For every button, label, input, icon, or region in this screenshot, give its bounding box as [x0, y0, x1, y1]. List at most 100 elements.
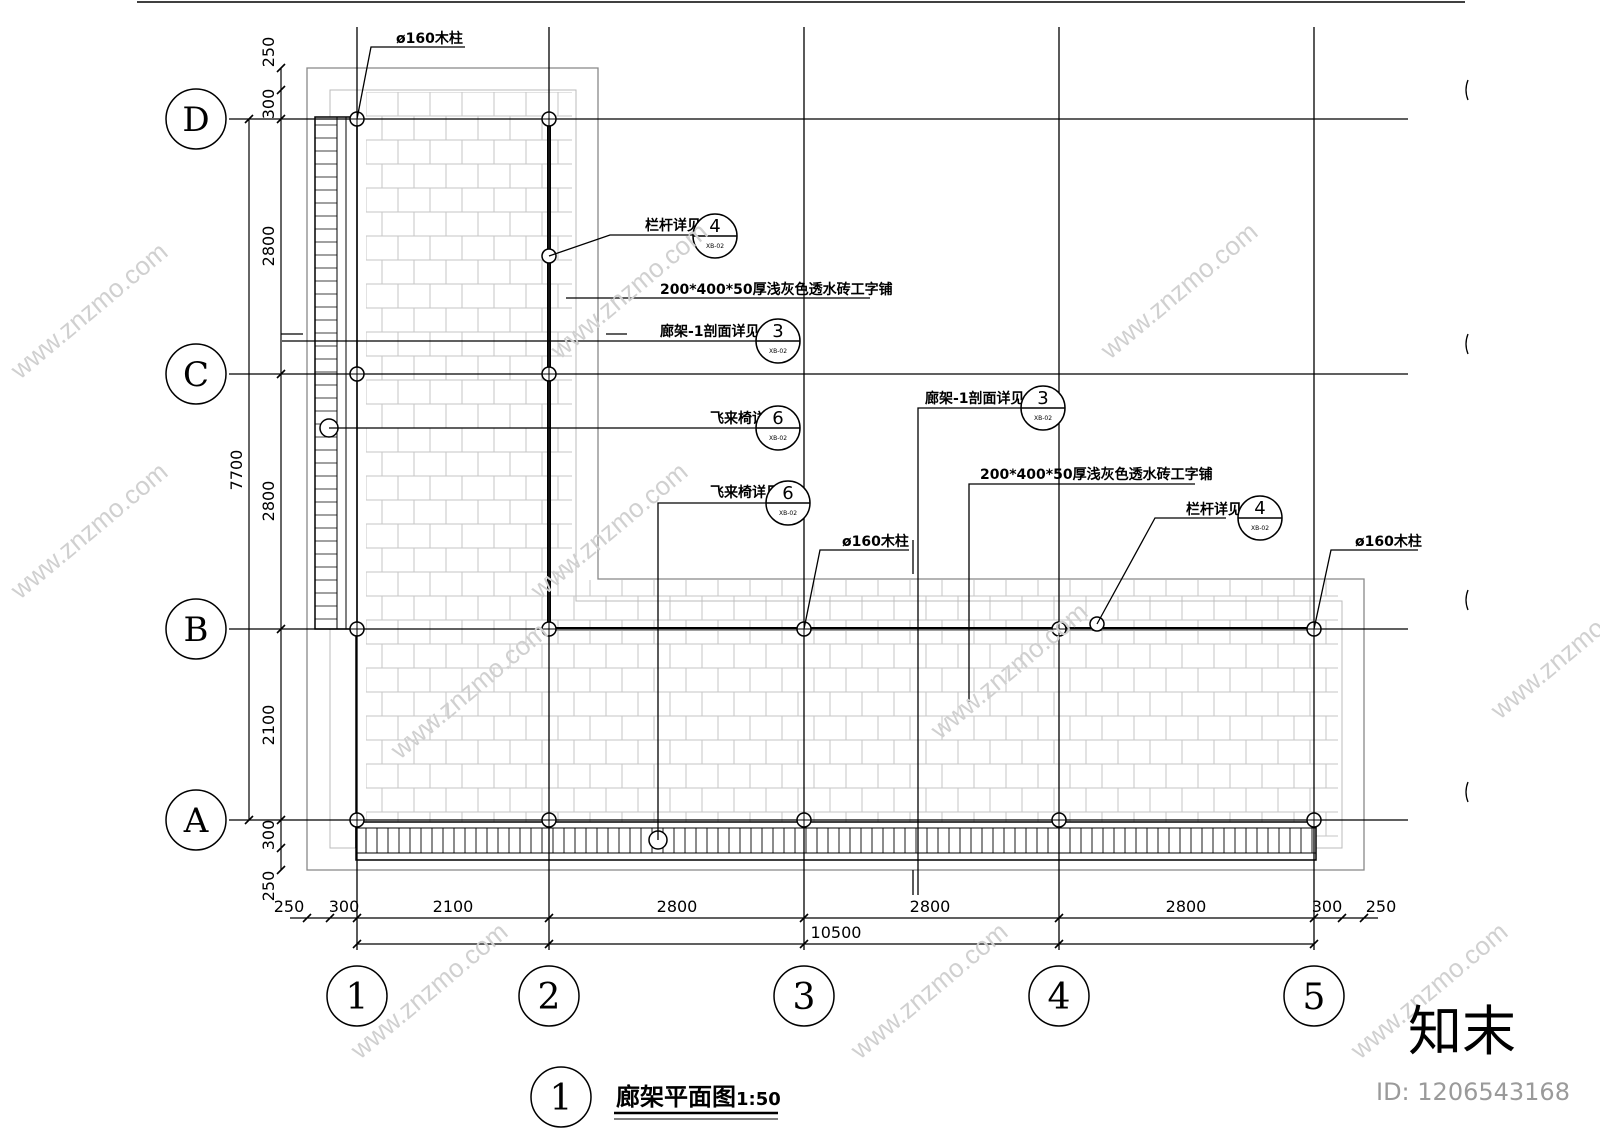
svg-text:250: 250 [274, 897, 305, 916]
svg-text:www.znzmo.com: www.znzmo.com [844, 916, 1013, 1065]
svg-text:4: 4 [709, 216, 720, 237]
leader-lines [282, 46, 1418, 895]
svg-text:1: 1 [346, 977, 369, 1018]
svg-text:www.znzmo.com: www.znzmo.com [924, 596, 1093, 745]
dim-tick [276, 815, 286, 825]
axis-bubble-col-3: 3 [773, 965, 835, 1027]
svg-text:XB-02: XB-02 [1034, 415, 1052, 422]
svg-text:3: 3 [793, 977, 816, 1018]
svg-text:6: 6 [772, 408, 783, 429]
post-label-mid: ø160木柱 [842, 533, 909, 550]
axis-bubble-col-1: 1 [326, 965, 388, 1027]
dim-tick [352, 913, 362, 923]
axis-bubble-col-4: 4 [1028, 965, 1090, 1027]
dim-tick [799, 913, 809, 923]
dim-tick [276, 63, 286, 73]
title-scale: 1:50 [736, 1089, 781, 1110]
slab-outline [306, 67, 1365, 871]
svg-text:www.znzmo.com: www.znzmo.com [384, 616, 553, 765]
dim-tick [1054, 913, 1064, 923]
dim-tick [276, 865, 286, 875]
grid-lines [229, 27, 1408, 950]
svg-text:www.znzmo.com: www.znzmo.com [4, 456, 173, 605]
ref-bubble-railing-1: 4 XB-02 [692, 213, 738, 259]
axis-bubble-row-A: A [165, 789, 227, 851]
svg-text:XB-02: XB-02 [1251, 525, 1269, 532]
axis-bubbles: D C B A 1 2 3 4 5 [165, 88, 1345, 1027]
watermark-id: ID: 1206543168 [1376, 1078, 1570, 1106]
svg-text:2800: 2800 [910, 897, 951, 916]
svg-text:2800: 2800 [1166, 897, 1207, 916]
axis-bubble-row-B: B [165, 598, 227, 660]
watermark-logo: 知末 ID: 1206543168 [1376, 1000, 1570, 1106]
dim-tick [276, 624, 286, 634]
svg-text:3: 3 [1037, 388, 1048, 409]
svg-text:www.znzmo.com: www.znzmo.com [1484, 576, 1600, 725]
dim-tick [1309, 913, 1319, 923]
dim-tick [1359, 913, 1369, 923]
axis-bubble-col-2: 2 [518, 965, 580, 1027]
beam-section-marks [281, 333, 914, 895]
svg-text:300: 300 [259, 820, 278, 851]
dim-tick [352, 939, 362, 949]
dim-tick [325, 913, 335, 923]
dim-tick [276, 114, 286, 124]
beam-label-1: 廊架-1剖面详见 [660, 323, 760, 340]
ref-bubble-railing-2: 4 XB-02 [1237, 495, 1283, 541]
svg-text:2: 2 [538, 977, 561, 1018]
title-text: 廊架平面图 [616, 1083, 736, 1111]
svg-text:300: 300 [1312, 897, 1343, 916]
svg-text:300: 300 [329, 897, 360, 916]
dim-tick [302, 913, 312, 923]
dim-tick [544, 939, 554, 949]
ref-bubble-bench-1: 6 XB-02 [755, 405, 801, 451]
post-label-top: ø160木柱 [396, 30, 463, 47]
svg-text:2100: 2100 [259, 705, 278, 746]
svg-text:XB-02: XB-02 [769, 348, 787, 355]
svg-text:2800: 2800 [259, 226, 278, 267]
beam-label-2: 廊架-1剖面详见 [925, 390, 1025, 407]
ref-bubble-beam-1: 3 XB-02 [755, 318, 801, 364]
title-bubble [530, 1066, 592, 1128]
dim-tick [1337, 913, 1347, 923]
dim-tick [244, 815, 254, 825]
svg-text:A: A [183, 801, 209, 841]
drawing-title: 1 廊架平面图 1:50 [530, 1066, 781, 1128]
dimension-left [244, 63, 286, 875]
railing-bottom [355, 821, 1317, 861]
axis-bubble-row-D: D [165, 88, 227, 150]
right-edge-marks [1465, 79, 1469, 803]
dimension-bottom-text: 250 300 2100 2800 2800 2800 300 250 1050… [274, 897, 1397, 942]
dim-tick [276, 85, 286, 95]
svg-text:10500: 10500 [811, 923, 862, 942]
svg-text:6: 6 [782, 483, 793, 504]
timber-posts [349, 111, 1322, 828]
svg-text:XB-02: XB-02 [779, 510, 797, 517]
svg-text:C: C [183, 355, 209, 395]
svg-text:2100: 2100 [433, 897, 474, 916]
dim-tick [799, 939, 809, 949]
bench-label-2: 飞来椅详见 [710, 484, 780, 501]
ref-bubble-beam-2: 3 XB-02 [1020, 385, 1066, 431]
svg-text:D: D [182, 100, 209, 140]
svg-text:3: 3 [772, 321, 783, 342]
svg-text:300: 300 [259, 89, 278, 120]
dim-tick [276, 369, 286, 379]
svg-text:B: B [184, 610, 209, 650]
dimension-left-text: 250 300 2800 2800 2100 300 250 7700 [227, 37, 278, 902]
callout-text: ø160木柱 栏杆详见 200*400*50厚浅灰色透水砖工字铺 廊架-1剖面详… [396, 30, 1422, 550]
ref-bubbles: 4 XB-02 3 XB-02 6 XB-02 6 XB-02 3 XB-02 [692, 213, 1283, 541]
dim-tick [544, 913, 554, 923]
svg-text:XB-02: XB-02 [706, 243, 724, 250]
ref-bubble-bench-2: 6 XB-02 [765, 480, 811, 526]
title-number: 1 [550, 1078, 573, 1119]
railing-label-1: 栏杆详见 [645, 217, 701, 234]
svg-text:5: 5 [1303, 977, 1326, 1018]
paving-label-1: 200*400*50厚浅灰色透水砖工字铺 [660, 281, 893, 298]
watermarks: www.znzmo.com www.znzmo.com www.znzmo.co… [4, 216, 1600, 1065]
axis-bubble-row-C: C [165, 343, 227, 405]
svg-text:知末: 知末 [1408, 1000, 1516, 1063]
railing-label-2: 栏杆详见 [1186, 501, 1242, 518]
svg-text:4: 4 [1048, 977, 1071, 1018]
